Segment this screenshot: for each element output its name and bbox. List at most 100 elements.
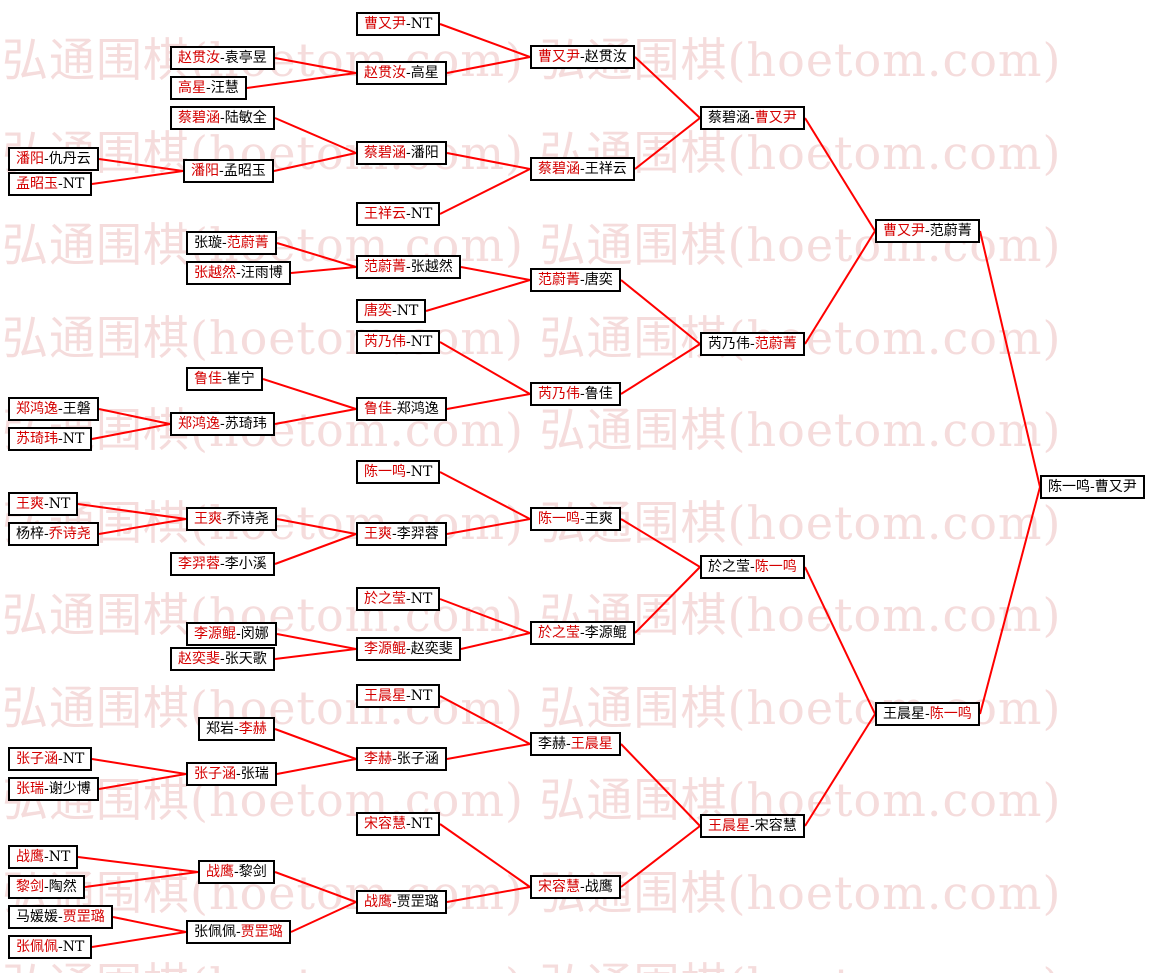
match-box: 王晨星-陈一鸣	[875, 702, 980, 726]
connector-line	[439, 341, 531, 395]
winner-name: 曹又尹	[538, 49, 580, 65]
match-box: 郑岩-李赫	[198, 717, 275, 741]
connector-line	[276, 758, 357, 775]
connector-line	[446, 518, 531, 535]
match-box: 鲁佳-郑鸿逸	[356, 397, 447, 421]
connector-line	[91, 170, 184, 185]
winner-name: 范蔚菁	[538, 272, 580, 288]
connector-line	[98, 773, 187, 790]
winner-name: 宋容慧	[364, 816, 406, 832]
connector-line	[274, 533, 357, 565]
separator-dash: -	[222, 511, 227, 527]
player-name: 汪雨博	[240, 265, 283, 281]
winner-name: 王祥云	[364, 206, 406, 222]
player-name: 贾罡璐	[396, 894, 439, 910]
separator-dash: -	[580, 511, 585, 527]
watermark-text: 弘通围棋(hoetom.com) 弘通围棋(hoetom.com)	[2, 310, 1062, 365]
separator-dash: -	[206, 80, 211, 96]
match-box: 李源鲲-闵娜	[186, 622, 277, 646]
separator-dash: -	[406, 591, 411, 607]
player-name: NT	[62, 939, 85, 955]
separator-dash: -	[44, 526, 49, 542]
winner-name: 贾罡璐	[62, 909, 105, 925]
connector-line	[620, 825, 701, 888]
player-name: 袁亭昱	[224, 50, 267, 66]
winner-name: 乔诗尧	[48, 526, 91, 542]
match-box: 张佩佩-贾罡璐	[186, 920, 291, 944]
winner-name: 曹又尹	[883, 223, 925, 239]
connector-line	[262, 378, 357, 410]
player-name: NT	[62, 176, 85, 192]
player-name: 李小溪	[224, 556, 267, 572]
separator-dash: -	[406, 206, 411, 222]
match-box: 范蔚菁-张越然	[356, 255, 461, 279]
separator-dash: -	[750, 110, 755, 126]
match-box: 於之莹-NT	[356, 587, 441, 611]
winner-name: 曹又尹	[754, 110, 797, 126]
winner-name: 赵贯汝	[364, 65, 406, 81]
winner-name: 郑鸿逸	[178, 416, 220, 432]
winner-name: 於之莹	[538, 625, 580, 641]
player-name: 李赫	[538, 736, 566, 752]
player-name: 郑鸿逸	[396, 401, 439, 417]
separator-dash: -	[220, 416, 225, 432]
match-box: 高星-汪慧	[170, 76, 247, 100]
connector-line	[446, 152, 531, 170]
winner-name: 潘阳	[16, 151, 44, 167]
separator-dash: -	[925, 706, 930, 722]
match-box: 唐奕-NT	[356, 299, 427, 323]
player-name: 张瑞	[240, 766, 269, 782]
connector-line	[91, 758, 187, 775]
separator-dash: -	[750, 336, 755, 352]
winner-name: 王晨星	[708, 818, 750, 834]
match-box: 李源鲲-赵奕斐	[356, 637, 461, 661]
player-name: 谢少博	[48, 781, 91, 797]
match-box: 王晨星-宋容慧	[700, 814, 805, 838]
player-name: 鲁佳	[584, 386, 613, 402]
separator-dash: -	[219, 163, 224, 179]
connector-line	[439, 598, 531, 634]
connector-line	[276, 633, 357, 650]
winner-name: 王晨星	[364, 688, 406, 704]
winner-name: 於之莹	[364, 591, 406, 607]
winner-name: 张越然	[194, 265, 236, 281]
winner-name: 战鹰	[364, 894, 392, 910]
winner-name: 高星	[178, 80, 206, 96]
separator-dash: -	[58, 939, 63, 955]
match-box: 陈一鸣-曹又尹	[1040, 475, 1145, 499]
winner-name: 范蔚菁	[226, 235, 269, 251]
connector-line	[91, 423, 171, 440]
match-box: 潘阳-仇丹云	[8, 147, 99, 171]
winner-name: 张子涵	[16, 751, 58, 767]
connector-line	[620, 279, 701, 345]
player-name: NT	[410, 206, 433, 222]
player-name: NT	[62, 751, 85, 767]
separator-dash: -	[406, 16, 411, 32]
connector-line	[91, 931, 187, 948]
winner-name: 王爽	[194, 511, 222, 527]
connector-line	[77, 503, 187, 520]
match-box: 战鹰-黎剑	[198, 860, 275, 884]
match-box: 张瑞-谢少博	[8, 777, 99, 801]
player-name: 於之莹	[708, 559, 750, 575]
separator-dash: -	[220, 651, 225, 667]
match-box: 郑鸿逸-王磐	[8, 397, 99, 421]
connector-line	[979, 486, 1041, 715]
connector-line	[112, 916, 187, 933]
separator-dash: -	[236, 265, 241, 281]
winner-name: 陈一鸣	[538, 511, 580, 527]
connector-line	[276, 242, 357, 268]
player-name: NT	[410, 816, 433, 832]
winner-name: 范蔚菁	[754, 336, 797, 352]
connector-line	[804, 713, 876, 827]
player-name: 张璇	[194, 235, 222, 251]
winner-name: 李源鲲	[364, 641, 406, 657]
connector-line	[77, 856, 199, 873]
match-box: 黎剑-陶然	[8, 875, 85, 899]
player-name: 崔宁	[226, 371, 255, 387]
player-name: 乔诗尧	[226, 511, 269, 527]
watermark-text: 弘通围棋(hoetom.com) 弘通围棋(hoetom.com)	[2, 773, 1062, 827]
winner-name: 陈一鸣	[364, 464, 406, 480]
separator-dash: -	[58, 431, 63, 447]
connector-line	[804, 566, 876, 715]
